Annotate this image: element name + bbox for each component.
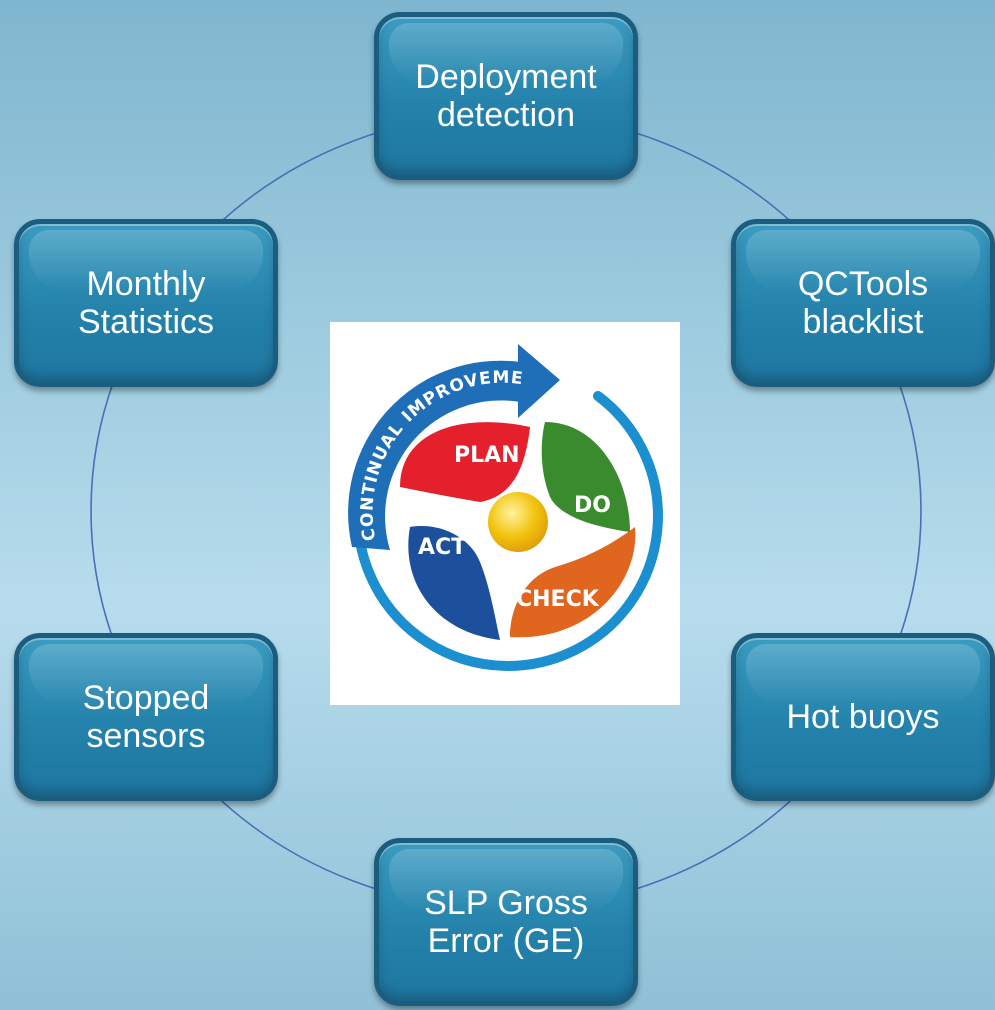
node-label: Deployment detection [415, 58, 597, 134]
node-qctools-blacklist: QCTools blacklist [731, 219, 995, 387]
node-monthly-statistics: Monthly Statistics [14, 219, 278, 387]
act-label: ACT [418, 535, 466, 560]
improvement-banner-band [348, 360, 520, 550]
plan-petal [400, 422, 530, 502]
center-sun-icon [488, 492, 548, 552]
node-label: Monthly Statistics [77, 265, 215, 341]
node-label: Hot buoys [786, 698, 940, 736]
check-petal [510, 527, 636, 638]
node-stopped-sensors: Stopped sensors [14, 633, 278, 801]
do-petal [541, 422, 630, 532]
check-label: CHECK [516, 587, 600, 612]
act-petal [408, 526, 500, 640]
cycle-arrow-ring [352, 391, 663, 671]
node-label: Stopped sensors [82, 679, 210, 755]
node-hot-buoys: Hot buoys [731, 633, 995, 801]
node-label: QCTools blacklist [797, 265, 929, 341]
plan-label: PLAN [454, 443, 520, 468]
pdca-cycle-graphic: CONTINUAL IMPROVEMENT PLAN DO CHECK ACT [330, 322, 663, 671]
node-label: SLP Gross Error (GE) [424, 884, 588, 960]
arrow-head-icon [518, 344, 560, 418]
node-slp-gross-error: SLP Gross Error (GE) [374, 838, 638, 1006]
pdca-cycle-logo: CONTINUAL IMPROVEMENT PLAN DO CHECK ACT [330, 322, 680, 705]
node-deployment-detection: Deployment detection [374, 12, 638, 180]
do-label: DO [574, 493, 611, 518]
